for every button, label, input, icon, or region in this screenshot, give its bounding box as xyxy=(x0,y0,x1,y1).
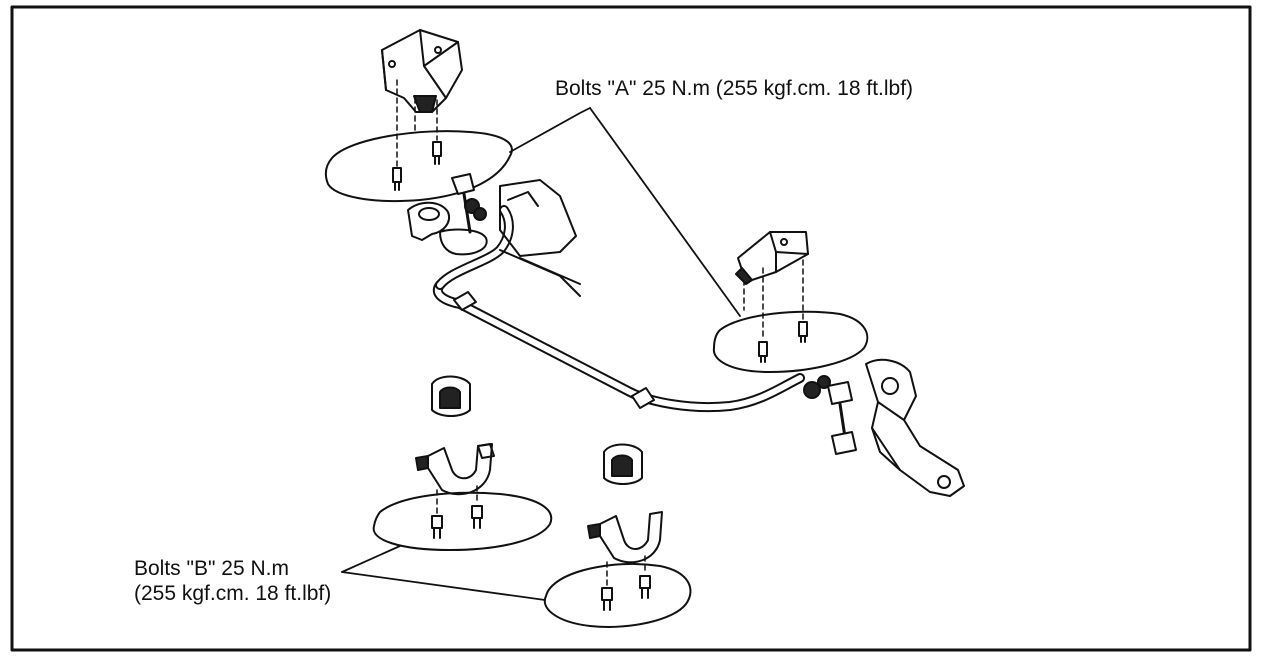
bushing-left xyxy=(431,375,471,417)
bolt-icon xyxy=(431,515,443,539)
bolts-b-torque-line: Bolts "B" 25 N.m xyxy=(134,557,289,580)
bolt-plate-b-left xyxy=(372,485,553,551)
bolt-plate-a-right xyxy=(712,259,869,373)
bolts-b-callout: Bolts "B" 25 N.m (255 kgf.cm. 18 ft.lbf) xyxy=(134,556,331,606)
stabilizer-bar xyxy=(432,205,805,413)
bushing-bracket-right xyxy=(587,511,663,564)
bolt-icon xyxy=(758,341,768,363)
bolt-plate-b-right xyxy=(543,555,692,628)
bolt-icon xyxy=(392,167,402,191)
leader-lines-a xyxy=(509,107,741,317)
diagram-frame xyxy=(10,5,1252,652)
bolt-icon xyxy=(798,321,808,343)
leader-lines-b xyxy=(341,545,546,601)
bolts-a-callout: Bolts "A" 25 N.m (255 kgf.cm. 18 ft.lbf) xyxy=(555,77,914,100)
mount-bracket-left xyxy=(381,29,463,113)
bushing-bracket-left xyxy=(415,443,495,496)
bushing-right xyxy=(603,443,643,485)
bolt-icon xyxy=(471,505,483,529)
right-steering-knuckle xyxy=(803,358,965,497)
left-suspension-arm xyxy=(407,173,581,297)
bolt-icon xyxy=(601,587,613,611)
bolts-b-units-line: (255 kgf.cm. 18 ft.lbf) xyxy=(134,582,332,605)
bolt-icon xyxy=(432,141,442,165)
mount-bracket-right xyxy=(735,231,809,285)
bolt-icon xyxy=(639,575,651,599)
